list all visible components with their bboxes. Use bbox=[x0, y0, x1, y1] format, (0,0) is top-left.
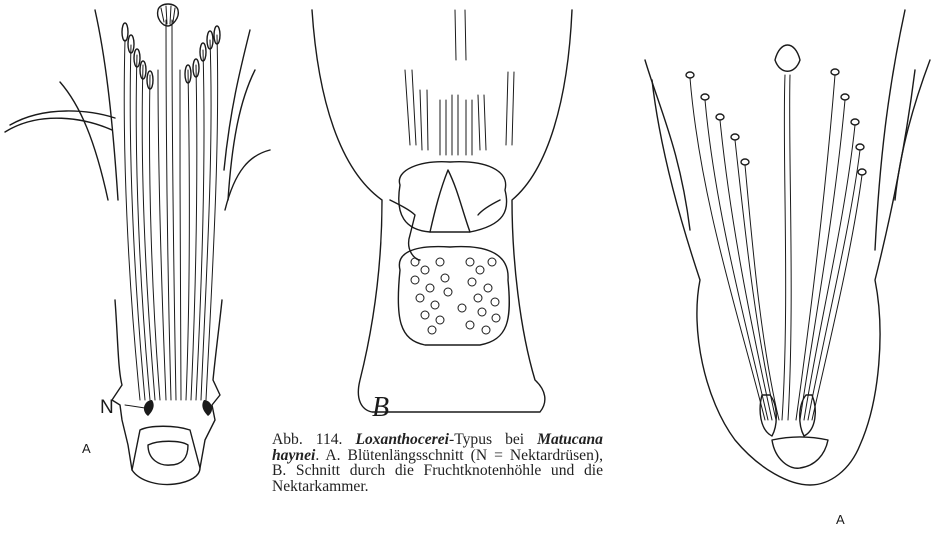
label-a-left: A bbox=[82, 441, 91, 456]
label-n: N bbox=[100, 397, 114, 419]
caption-taxon-1: Loxanthocerei bbox=[355, 431, 449, 448]
figure-caption: Abb. 114. Loxanthocerei-Typus bei Matuca… bbox=[272, 432, 603, 494]
caption-text-2: . A. Blütenlängs­schnitt (N = Nektardrüs… bbox=[272, 447, 603, 495]
flower-section-left bbox=[5, 4, 270, 484]
caption-text-1: -Typus bei bbox=[449, 431, 524, 448]
flower-section-right bbox=[645, 10, 930, 485]
caption-prefix: Abb. 114. bbox=[272, 431, 342, 448]
ovary-section-center bbox=[312, 10, 572, 412]
label-b: B bbox=[372, 392, 389, 424]
label-a-right: A bbox=[836, 512, 845, 527]
